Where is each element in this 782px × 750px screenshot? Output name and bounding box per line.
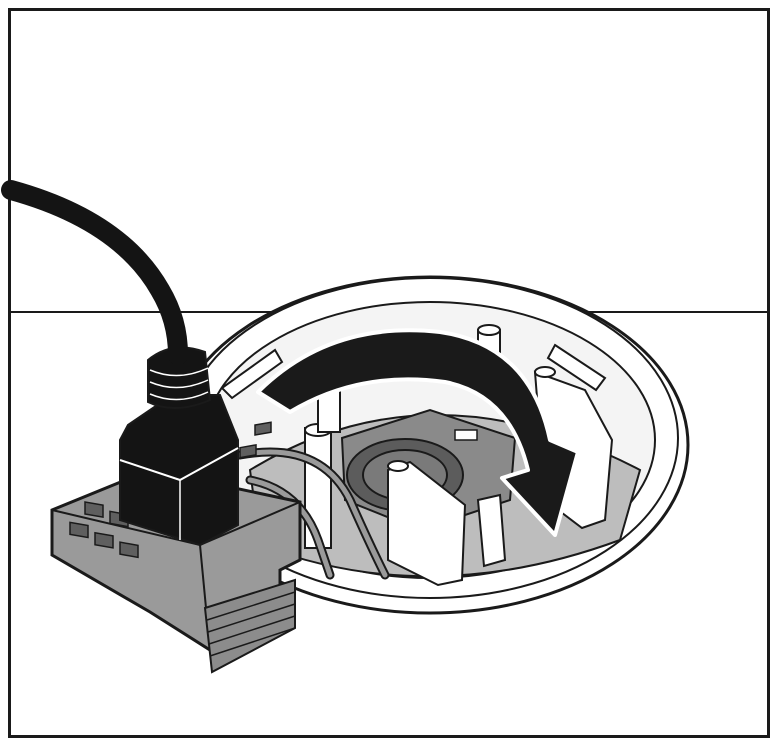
center-hub [340, 408, 517, 587]
power-cable [1, 180, 188, 365]
plug [119, 346, 239, 547]
rotation-arrow [256, 328, 580, 537]
